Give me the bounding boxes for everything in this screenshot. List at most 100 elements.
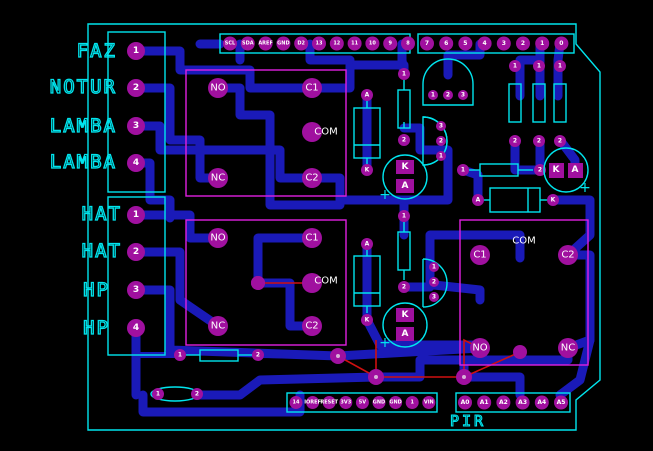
svg-text:K: K xyxy=(551,197,556,204)
svg-text:1: 1 xyxy=(133,210,139,220)
svg-text:C2: C2 xyxy=(305,173,318,184)
led-2: K A + xyxy=(379,302,428,351)
transistor-q3: 1 2 3 xyxy=(422,258,448,308)
svg-text:4: 4 xyxy=(133,158,139,168)
header-digital-low-pin xyxy=(477,36,492,51)
svg-text:3: 3 xyxy=(439,123,443,130)
header-power-pin-label: GND xyxy=(373,400,385,406)
header-analog-pin-label: A2 xyxy=(499,399,508,406)
svg-text:1: 1 xyxy=(133,46,139,56)
header-analog-pin xyxy=(496,395,511,410)
header-digital-high-pin xyxy=(347,36,362,51)
header-power-pin-label: 3V3 xyxy=(340,400,351,406)
header-digital-low-pin xyxy=(458,36,473,51)
svg-text:A: A xyxy=(476,197,481,204)
header-analog-pin xyxy=(477,395,492,410)
header-digital-low-pin-label: 4 xyxy=(483,40,487,47)
transistor-q1: 1 2 3 xyxy=(422,58,474,106)
svg-text:COM: COM xyxy=(512,236,535,247)
svg-text:1: 1 xyxy=(439,153,443,160)
svg-text:2: 2 xyxy=(256,352,260,359)
svg-text:1: 1 xyxy=(558,63,562,70)
svg-text:3: 3 xyxy=(133,285,139,295)
resistor-r7: 1 2 xyxy=(174,349,264,362)
header-digital-low-pin-label: 3 xyxy=(502,40,506,47)
svg-text:NO: NO xyxy=(210,233,225,244)
relay-1: NO C1 COM NC C2 xyxy=(185,69,347,197)
header-power-pin-label: 14 xyxy=(293,400,300,406)
header-power-pin xyxy=(322,396,336,409)
header-digital-high-pin xyxy=(383,36,398,51)
svg-text:NC: NC xyxy=(211,321,225,332)
svg-text:+: + xyxy=(379,187,391,203)
svg-text:NO: NO xyxy=(210,83,225,94)
svg-text:1: 1 xyxy=(178,352,182,359)
svg-text:NC: NC xyxy=(561,343,575,354)
header-digital-low-pin xyxy=(420,36,434,51)
svg-text:1: 1 xyxy=(537,63,541,70)
header-digital-low-pin-label: 5 xyxy=(463,40,467,47)
header-power-pin xyxy=(289,396,303,409)
svg-text:2: 2 xyxy=(439,138,443,145)
side-label-hat-1: HAT xyxy=(82,203,122,225)
header-power-pin xyxy=(339,396,353,409)
svg-text:1: 1 xyxy=(461,167,465,174)
svg-text:K: K xyxy=(553,165,561,175)
svg-text:K: K xyxy=(365,317,370,324)
header-digital-high-pin xyxy=(276,36,291,51)
svg-text:4: 4 xyxy=(133,323,139,333)
header-analog-pin xyxy=(458,395,472,410)
header-digital-high-pin xyxy=(223,36,237,51)
svg-text:A: A xyxy=(365,241,370,248)
terminal-block-2 xyxy=(107,196,166,356)
svg-text:2: 2 xyxy=(133,247,139,257)
header-digital-high-pin-label: AREF xyxy=(258,41,273,47)
svg-text:K: K xyxy=(402,310,410,320)
header-digital-high-pin-label: 10 xyxy=(369,41,376,47)
svg-text:A: A xyxy=(402,329,409,339)
svg-text:K: K xyxy=(402,162,410,172)
svg-text:1: 1 xyxy=(156,391,160,398)
svg-text:A: A xyxy=(402,181,409,191)
svg-text:1: 1 xyxy=(513,63,517,70)
svg-text:2: 2 xyxy=(133,83,139,93)
svg-text:1: 1 xyxy=(402,213,406,220)
resistor-r5: 1 2 xyxy=(553,60,567,147)
header-power-pin xyxy=(389,396,403,409)
header-digital-high-pin xyxy=(240,36,255,51)
resistor-r2: 1 2 xyxy=(397,210,411,293)
header-power-pin xyxy=(355,396,369,409)
header-digital-low-pin-label: 0 xyxy=(559,40,563,47)
header-digital-high-pin xyxy=(401,36,415,51)
diode-1: A K xyxy=(353,89,381,176)
header-digital-high-pin xyxy=(312,36,326,51)
side-label-faz: FAZ xyxy=(77,40,117,62)
header-digital-high-pin-label: GND xyxy=(277,41,289,47)
header-digital-high-pin-label: D2 xyxy=(297,41,305,47)
header-digital-high-pin xyxy=(329,36,344,51)
svg-text:C1: C1 xyxy=(305,233,318,244)
side-label-lamba-2: LAMBA xyxy=(50,151,117,173)
side-label-notur: NOTUR xyxy=(50,76,117,98)
header-power xyxy=(286,392,438,413)
diode-3: A K xyxy=(472,187,559,213)
svg-text:3: 3 xyxy=(432,294,436,301)
svg-text:C2: C2 xyxy=(305,321,318,332)
header-power-pin-label: VIN xyxy=(424,400,434,406)
svg-text:C2: C2 xyxy=(561,250,574,261)
terminal-block-1 xyxy=(107,31,166,193)
side-label-lamba-1: LAMBA xyxy=(50,115,117,137)
header-digital-high-pin-label: 13 xyxy=(316,41,323,47)
header-power-pin-label: IOREF xyxy=(304,400,321,406)
side-label-hp-1: HP xyxy=(83,279,110,301)
svg-text:3: 3 xyxy=(133,121,139,131)
svg-text:A: A xyxy=(365,92,370,99)
svg-text:1: 1 xyxy=(431,92,435,99)
resistor-r1: 1 2 xyxy=(397,68,411,146)
header-power-pin xyxy=(422,396,436,409)
header-power-pin xyxy=(372,396,386,409)
svg-text:2: 2 xyxy=(513,138,517,145)
header-digital-low xyxy=(417,33,575,54)
header-power-pin xyxy=(306,396,320,409)
svg-text:1: 1 xyxy=(432,264,436,271)
